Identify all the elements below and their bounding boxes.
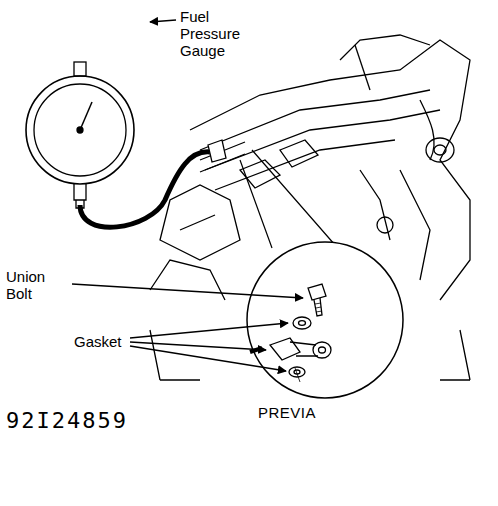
model-label: PREVIA <box>258 404 316 421</box>
hose-fitting <box>208 140 226 162</box>
leader-line <box>150 20 176 22</box>
detail-circle <box>240 150 403 398</box>
leader-line <box>72 284 303 298</box>
leader-line <box>130 323 288 338</box>
leader-line <box>130 346 286 371</box>
gauge-hose <box>80 152 210 227</box>
part-label: Gasket <box>74 333 122 350</box>
figure-number: 92I24859 <box>6 408 128 434</box>
part-label: Fuel Pressure Gauge <box>180 8 270 59</box>
fuel-pressure-gauge <box>26 62 134 208</box>
part-label: Union Bolt <box>6 268 70 302</box>
